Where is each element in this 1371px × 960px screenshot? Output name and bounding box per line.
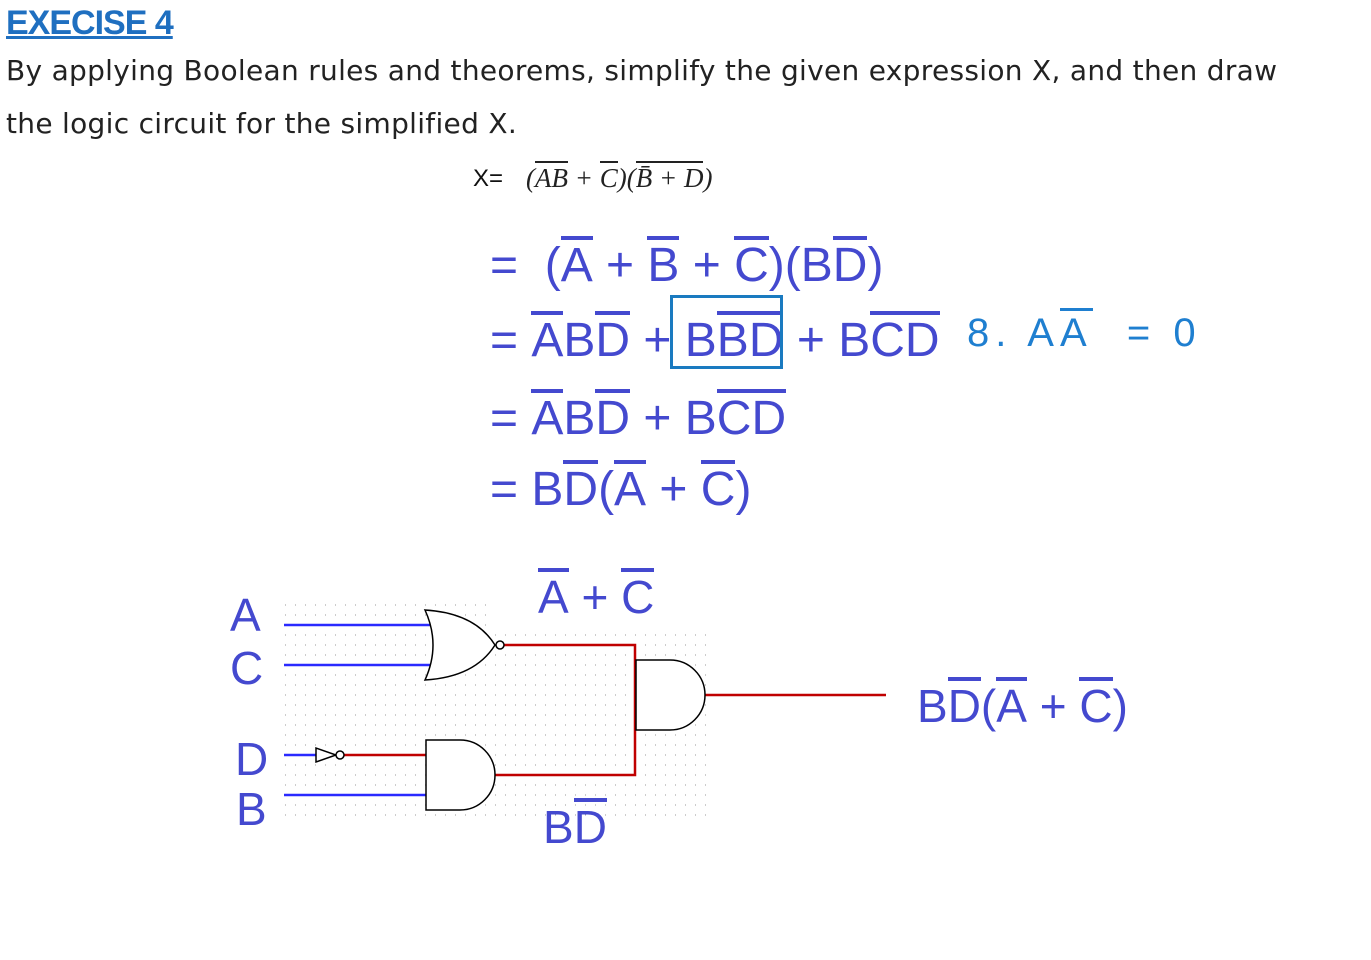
highlight-box bbox=[670, 295, 783, 369]
negated-term: A bbox=[531, 311, 564, 365]
term: B bbox=[917, 680, 948, 732]
term: ( bbox=[526, 163, 535, 193]
negated-term: D bbox=[904, 311, 940, 365]
negated-term: C bbox=[1079, 677, 1113, 729]
negated-term: A bbox=[538, 568, 569, 620]
step-1: = (A + B + C)(BD) bbox=[490, 236, 883, 293]
negated-term: D bbox=[595, 389, 631, 443]
negated-term: D bbox=[947, 677, 981, 729]
term: = bbox=[490, 392, 532, 445]
term: = B bbox=[490, 463, 564, 516]
not-bubble bbox=[335, 750, 345, 760]
input-d-label: D bbox=[235, 733, 269, 785]
nor-output-label: A + C bbox=[538, 568, 655, 624]
negated-term: B̄ + D bbox=[635, 161, 704, 193]
negated-term: C bbox=[621, 568, 655, 620]
term: ) bbox=[1112, 680, 1128, 732]
instruction-line-1: By applying Boolean rules and theorems, … bbox=[6, 54, 1278, 87]
term: B bbox=[563, 392, 596, 445]
negated-term: C bbox=[734, 236, 769, 290]
negated-term: A bbox=[996, 677, 1027, 729]
term: = ( bbox=[490, 239, 561, 292]
term: ( bbox=[980, 680, 997, 732]
negated-term: B bbox=[647, 236, 680, 290]
negated-term: C bbox=[700, 460, 736, 514]
negated-term: C bbox=[716, 389, 752, 443]
input-b-label: B bbox=[236, 783, 267, 835]
term: B bbox=[543, 801, 574, 853]
exercise-heading: EXECISE 4 bbox=[6, 4, 174, 42]
and-gate-bd bbox=[425, 739, 496, 811]
negated-term: A bbox=[1059, 308, 1093, 353]
not-gate bbox=[315, 746, 339, 764]
term: + bbox=[646, 463, 701, 516]
term: + bbox=[679, 239, 735, 292]
negated-term: B bbox=[716, 311, 749, 365]
term: + bbox=[568, 163, 600, 193]
term: ) bbox=[703, 163, 713, 193]
given-label: X= bbox=[473, 165, 504, 192]
negated-term: A bbox=[560, 236, 593, 290]
negated-term: D bbox=[832, 236, 868, 290]
negated-term: A bbox=[614, 460, 647, 514]
term: + bbox=[630, 314, 685, 367]
input-a-label: A bbox=[230, 589, 261, 641]
given-expression: (AB + C)(B̄ + D) bbox=[526, 161, 712, 194]
term: B bbox=[563, 314, 596, 367]
term: ( bbox=[598, 463, 615, 516]
term: ) bbox=[735, 463, 752, 516]
term: + B bbox=[783, 314, 871, 367]
instruction-line-2: the logic circuit for the simplified X. bbox=[6, 107, 518, 140]
term: + bbox=[1026, 680, 1080, 732]
step-2: = ABD + BBD + BCD bbox=[490, 311, 940, 368]
term: + bbox=[592, 239, 648, 292]
term: B bbox=[684, 314, 717, 367]
nor-gate bbox=[423, 609, 496, 681]
negated-term: D bbox=[595, 311, 631, 365]
step-4: = BD(A + C) bbox=[490, 460, 751, 517]
input-c-label: C bbox=[230, 642, 264, 694]
negated-term: A bbox=[531, 389, 564, 443]
negated-term: D bbox=[751, 389, 787, 443]
negated-term: C bbox=[599, 161, 618, 193]
term: + bbox=[568, 571, 622, 623]
term: = 0 bbox=[1092, 311, 1202, 355]
negated-term: D bbox=[748, 311, 784, 365]
and-output-label: BD bbox=[543, 798, 607, 854]
negated-term: D bbox=[563, 460, 599, 514]
negated-term: AB bbox=[535, 161, 568, 193]
negated-term: D bbox=[573, 798, 607, 850]
nor-bubble bbox=[495, 640, 505, 650]
final-output-label: BD(A + C) bbox=[917, 677, 1128, 733]
term: )(B bbox=[768, 239, 833, 292]
complement-rule: 8. AA = 0 bbox=[967, 308, 1202, 356]
and-gate-output bbox=[635, 659, 706, 731]
term: = bbox=[490, 314, 532, 367]
term: ) bbox=[867, 239, 884, 292]
step-3: = ABD + BCD bbox=[490, 389, 787, 446]
wire-nor-out bbox=[495, 643, 637, 777]
term: )( bbox=[617, 163, 636, 193]
term: + B bbox=[630, 392, 717, 445]
term: 8. A bbox=[967, 311, 1060, 355]
negated-term: C bbox=[870, 311, 905, 365]
